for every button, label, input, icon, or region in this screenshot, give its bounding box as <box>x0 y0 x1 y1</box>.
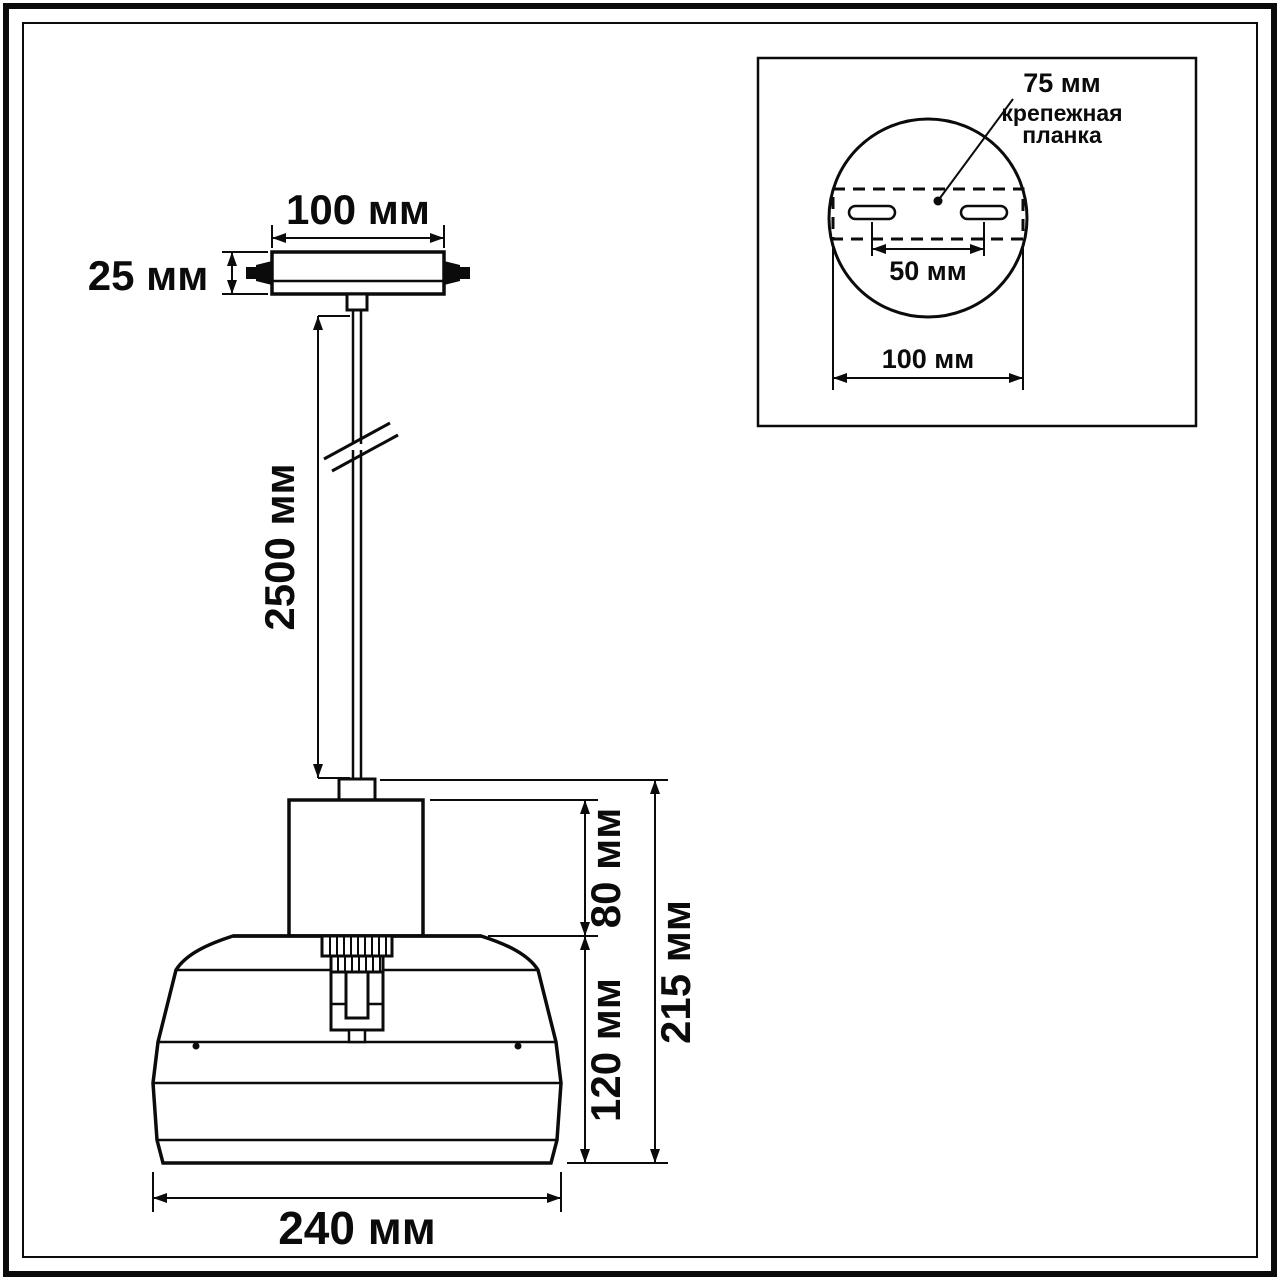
lamp-neck <box>287 798 425 938</box>
break-slash-2 <box>331 433 399 473</box>
fixture-height-label: 215 мм <box>652 900 699 1044</box>
bracket-name-line2: планка <box>1022 122 1102 148</box>
left-rivet <box>192 1042 200 1050</box>
cable-length-label: 2500 мм <box>256 463 303 630</box>
suspension-cable <box>323 310 399 779</box>
frame-inner <box>22 22 1258 1258</box>
plate-width-label: 100 мм <box>286 186 430 233</box>
bracket-name-line1: крепежная <box>1001 100 1122 126</box>
right-screw-tip <box>460 267 470 279</box>
cable-gland-bottom <box>337 777 377 802</box>
dim-neck-height: 80 мм <box>430 799 629 937</box>
right-slot <box>959 204 1009 221</box>
dim-plate-width: 100 мм <box>271 186 445 248</box>
socket-assembly <box>320 934 394 1044</box>
leader-line <box>939 98 1014 199</box>
lamp-body <box>151 777 563 1165</box>
plate-height-label: 25 мм <box>88 252 209 299</box>
right-rivet <box>514 1042 522 1050</box>
mounting-plate-inset: 75 мм крепежная планка 50 мм 100 мм <box>756 56 1198 428</box>
slot-spacing-label: 50 мм <box>889 256 966 286</box>
canopy-circle <box>827 117 1029 319</box>
cable-gland-top <box>345 292 369 312</box>
dim-fixture-height: 215 мм <box>380 779 699 1164</box>
leader-dot <box>933 196 943 206</box>
ceiling-plate <box>246 250 470 312</box>
neck-height-label: 80 мм <box>582 808 629 929</box>
dim-plate-height: 25 мм <box>88 251 268 299</box>
socket-ring-hatch <box>337 956 381 972</box>
ceiling-plate-body <box>270 250 446 296</box>
shade-diameter-label: 240 мм <box>278 1202 436 1254</box>
dim-cable-length: 2500 мм <box>256 315 350 779</box>
socket-collar-hatch <box>329 936 387 956</box>
lamp-shade <box>151 934 563 1165</box>
socket-tube <box>344 970 370 1020</box>
inset-box <box>756 56 1198 428</box>
bracket-width-label: 75 мм <box>1023 68 1100 98</box>
left-screw-tip <box>246 267 256 279</box>
left-slot <box>847 204 897 221</box>
left-screw-icon <box>256 261 272 285</box>
page-frame <box>3 3 1277 1277</box>
frame-outer <box>3 3 1277 1277</box>
dim-bracket-width: 100 мм <box>832 243 1024 390</box>
break-slash-1 <box>323 421 391 461</box>
shade-height-label: 120 мм <box>582 978 629 1122</box>
dim-shade-diameter: 240 мм <box>152 1172 562 1254</box>
bracket-base-width-label: 100 мм <box>882 344 975 374</box>
socket-stub <box>347 1028 367 1044</box>
right-screw-icon <box>444 261 460 285</box>
dim-shade-height: 120 мм <box>580 936 629 1163</box>
dim-slot-spacing: 50 мм <box>871 222 985 286</box>
